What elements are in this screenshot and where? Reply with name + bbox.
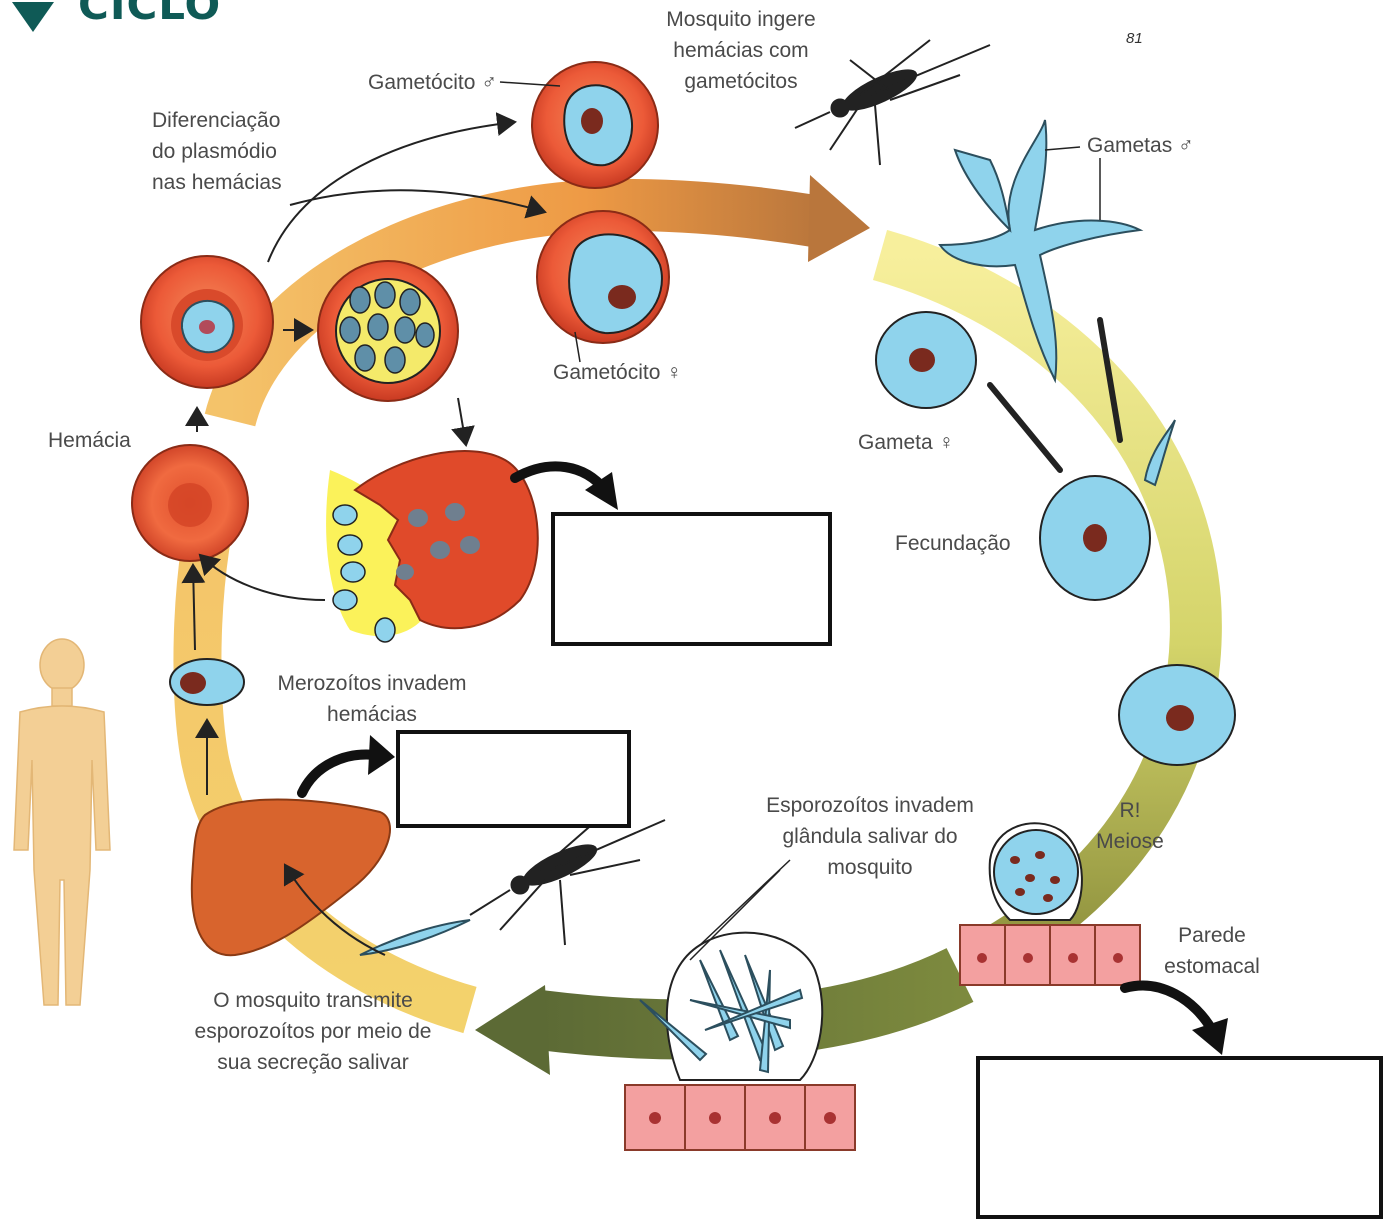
female-gamete-icon xyxy=(876,312,976,408)
label-meiosis: R! Meiose xyxy=(1090,795,1170,857)
label-gametes-male: Gametas ♂ xyxy=(1087,130,1194,161)
schizont-cell-icon xyxy=(318,261,458,401)
label-gametocyte-male: Gametócito ♂ xyxy=(368,67,497,98)
ookinete-icon xyxy=(1119,665,1235,765)
label-transmission: O mosquito transmite esporozoítos por me… xyxy=(168,985,458,1078)
label-sporozoites: Esporozoítos invadem glândula salivar do… xyxy=(740,790,1000,883)
answer-box-bottom[interactable] xyxy=(976,1056,1383,1219)
sporozoite-icon xyxy=(360,920,470,955)
red-blood-cell-icon xyxy=(132,445,248,561)
label-gametocyte-female: Gametócito ♀ xyxy=(553,357,682,388)
label-differentiation: Diferenciação do plasmódio nas hemácias xyxy=(152,105,282,198)
bold-arrow-icon xyxy=(1125,986,1228,1055)
female-gametocyte-cell-icon xyxy=(537,211,669,343)
answer-box-middle[interactable] xyxy=(396,730,631,828)
label-stomach-wall: Parede estomacal xyxy=(1142,920,1282,982)
label-fertilization: Fecundação xyxy=(895,528,1011,559)
human-figure-icon xyxy=(14,639,110,1005)
ruptured-cell-icon xyxy=(326,451,538,642)
answer-box-top[interactable] xyxy=(551,512,832,646)
infected-cell-icon xyxy=(170,659,244,705)
label-merozoites: Merozoítos invadem hemácias xyxy=(252,668,492,730)
bold-arrow-icon xyxy=(302,735,395,793)
label-mosquito-ingests: Mosquito ingere hemácias com gametócitos xyxy=(646,4,836,97)
liver-icon xyxy=(192,800,390,956)
red-blood-cell-icon xyxy=(141,256,273,388)
label-red-cell: Hemácia xyxy=(48,425,131,456)
label-gamete-female: Gameta ♀ xyxy=(858,427,954,458)
male-gametocyte-cell-icon xyxy=(532,62,658,188)
